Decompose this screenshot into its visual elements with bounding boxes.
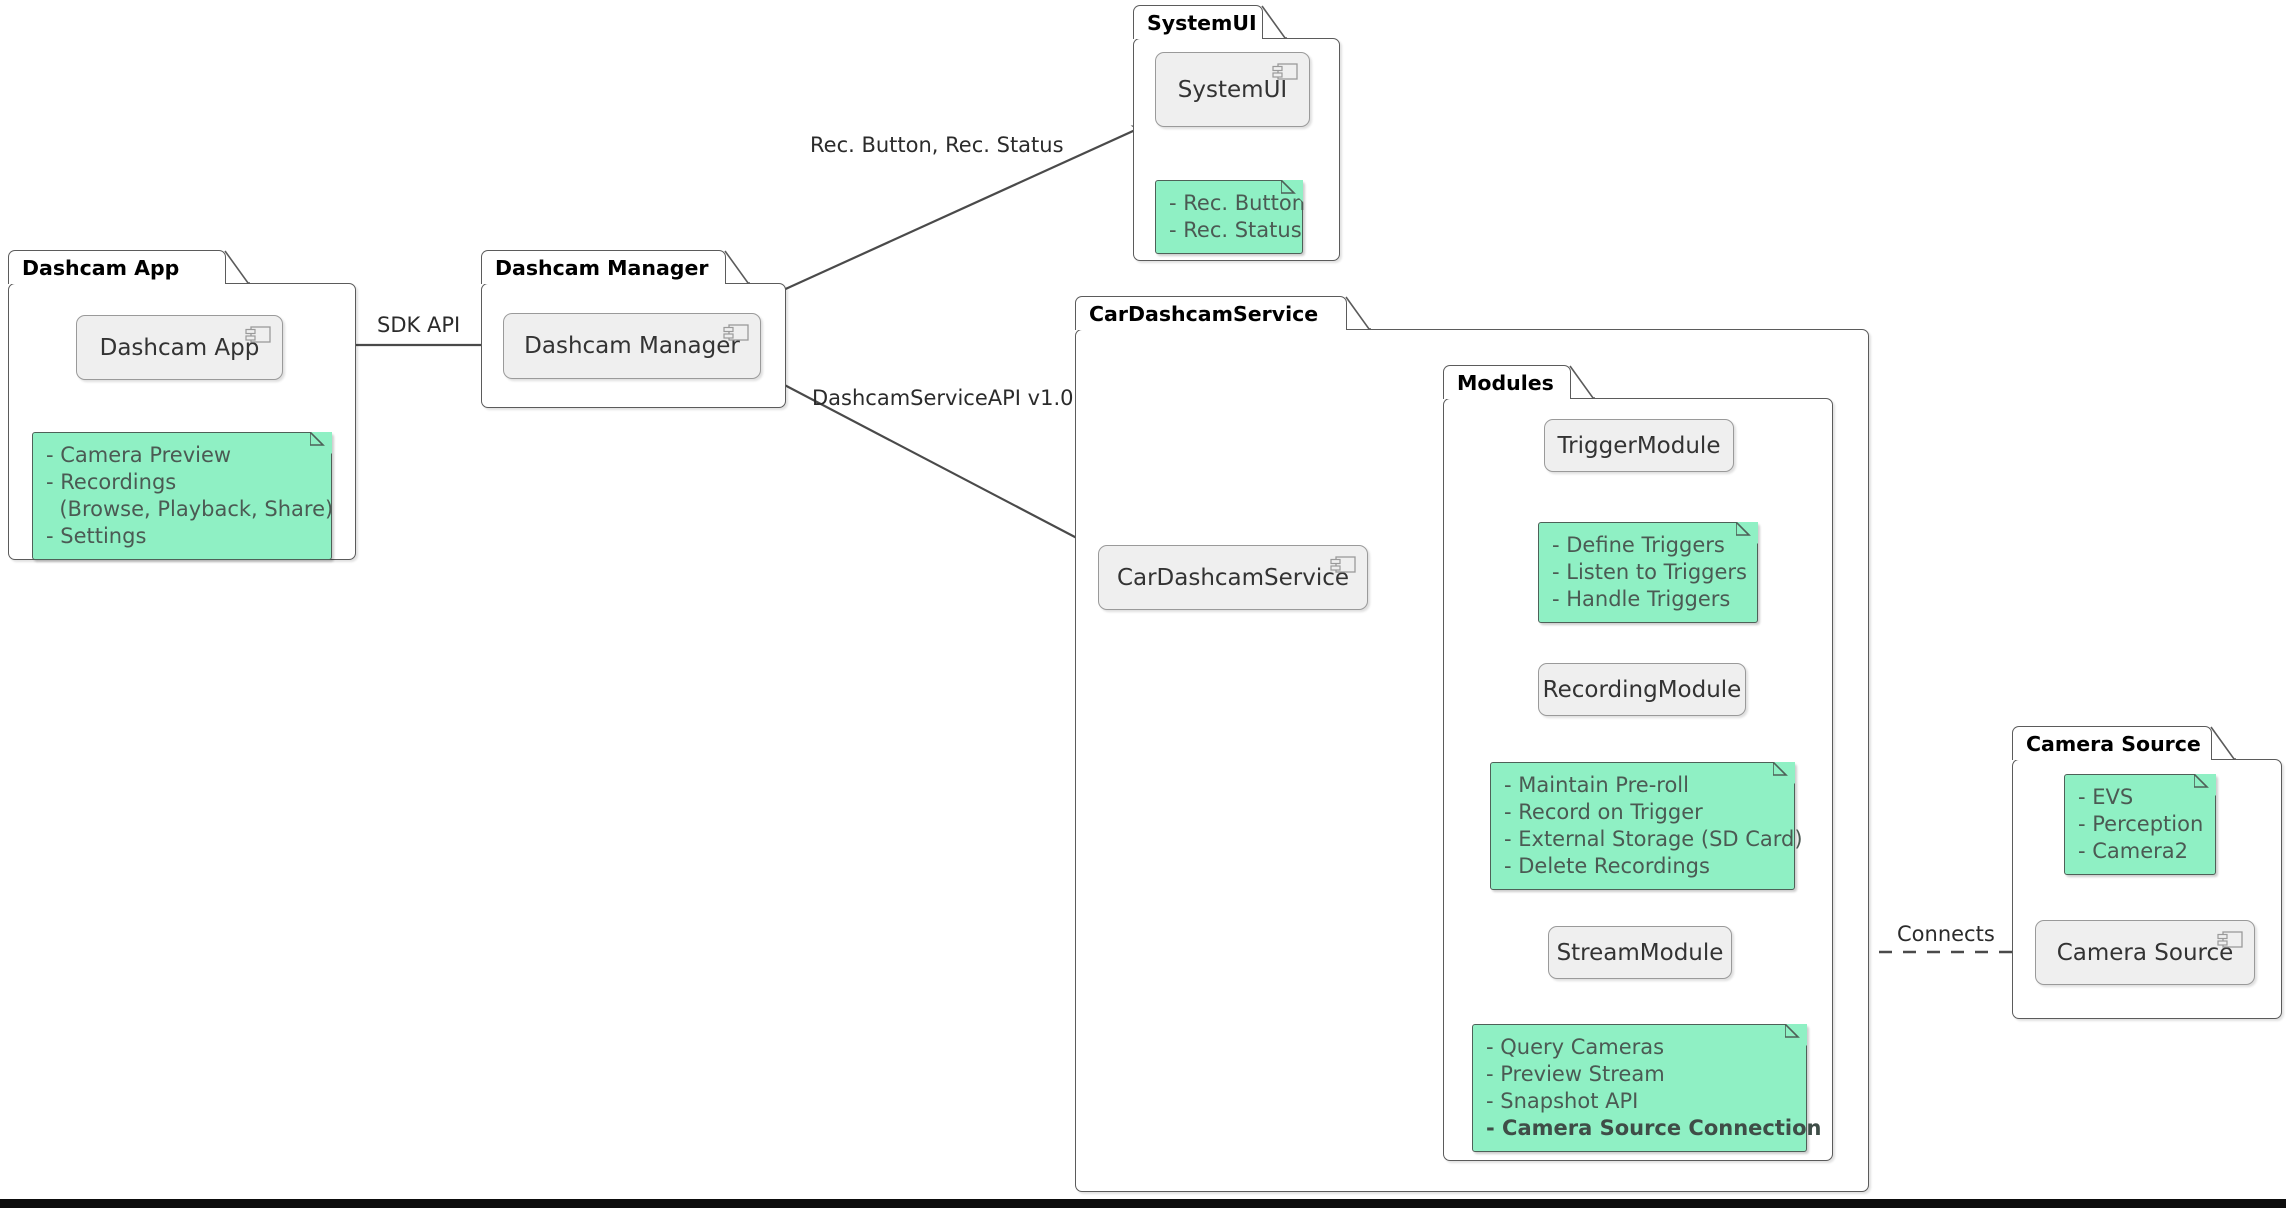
note-line: (Browse, Playback, Share) <box>46 497 334 521</box>
package-system-ui-label: SystemUI <box>1147 10 1257 35</box>
note-line: - Handle Triggers <box>1552 587 1731 611</box>
note-line: - Record on Trigger <box>1504 800 1703 824</box>
edge-label-rec-button-status: Rec. Button, Rec. Status <box>810 133 1064 157</box>
note-line: - Camera Preview <box>46 443 232 467</box>
package-dashcam-app-tab: Dashcam App <box>8 250 226 284</box>
note-fold-icon <box>310 432 332 454</box>
component-camera-source[interactable]: Camera Source <box>2035 920 2255 985</box>
component-system-ui[interactable]: SystemUI <box>1155 52 1310 127</box>
component-icon <box>2217 931 2243 948</box>
note-line: - Recordings <box>46 470 177 494</box>
note-line: - Settings <box>46 524 147 548</box>
component-icon <box>245 326 271 343</box>
note-line: - Camera2 <box>2078 839 2189 863</box>
package-system-ui-tab-slant <box>1261 5 1287 39</box>
package-car-dashcam-service-tab-slant <box>1345 296 1371 330</box>
note-line: - Query Cameras <box>1486 1035 1665 1059</box>
component-recording-module[interactable]: RecordingModule <box>1538 663 1746 716</box>
package-car-dashcam-service-tab: CarDashcamService <box>1075 296 1347 330</box>
component-stream-module[interactable]: StreamModule <box>1548 926 1732 979</box>
package-modules-tab-slant <box>1569 365 1595 399</box>
note-trigger-module: - Define Triggers - Listen to Triggers -… <box>1538 522 1758 623</box>
package-system-ui-tab: SystemUI <box>1133 5 1263 39</box>
note-dashcam-app: - Camera Preview - Recordings (Browse, P… <box>32 432 334 560</box>
component-dashcam-manager-label: Dashcam Manager <box>524 333 740 359</box>
package-dashcam-app-tab-slant <box>224 250 250 284</box>
note-line: - Perception <box>2078 812 2204 836</box>
package-car-dashcam-service-label: CarDashcamService <box>1089 301 1319 326</box>
note-fold-icon <box>1785 1024 1807 1046</box>
package-dashcam-manager-tab: Dashcam Manager <box>481 250 726 284</box>
note-line: - Maintain Pre-roll <box>1504 773 1689 797</box>
component-car-dashcam-service-label: CarDashcamService <box>1116 564 1350 591</box>
component-dashcam-manager[interactable]: Dashcam Manager <box>503 313 761 379</box>
note-fold-icon <box>1281 180 1303 202</box>
note-line: - Rec. Status <box>1169 218 1302 242</box>
note-line-emphasized: - Camera Source Connection <box>1486 1116 1822 1140</box>
edge-label-sdk-api: SDK API <box>377 313 461 337</box>
note-line: - External Storage (SD Card) <box>1504 827 1803 851</box>
note-recording-module: - Maintain Pre-roll - Record on Trigger … <box>1490 762 1803 890</box>
package-modules-label: Modules <box>1457 370 1554 395</box>
package-modules-tab: Modules <box>1443 365 1571 399</box>
note-line: - Delete Recordings <box>1504 854 1710 878</box>
package-camera-source-label: Camera Source <box>2026 731 2201 756</box>
component-trigger-module[interactable]: TriggerModule <box>1544 419 1734 472</box>
note-line: - Rec. Button <box>1169 191 1306 215</box>
edge-label-dashcam-service-api: DashcamServiceAPI v1.0 <box>812 386 1074 410</box>
component-recording-module-label: RecordingModule <box>1542 676 1742 703</box>
edge-label-connects: Connects <box>1891 922 2001 946</box>
note-fold-icon <box>1773 762 1795 784</box>
note-line: - Define Triggers <box>1552 533 1725 557</box>
package-dashcam-app-label: Dashcam App <box>22 255 180 280</box>
package-dashcam-manager-label: Dashcam Manager <box>495 255 709 280</box>
note-line: - EVS <box>2078 785 2134 809</box>
note-line: - Snapshot API <box>1486 1089 1639 1113</box>
note-fold-icon <box>1736 522 1758 544</box>
component-dashcam-app[interactable]: Dashcam App <box>76 315 283 380</box>
package-camera-source-tab-slant <box>2210 726 2236 760</box>
note-camera-source: - EVS - Perception - Camera2 <box>2064 774 2216 875</box>
note-fold-icon <box>2194 774 2216 796</box>
note-system-ui: - Rec. Button - Rec. Status <box>1155 180 1306 254</box>
note-line: - Preview Stream <box>1486 1062 1665 1086</box>
component-icon <box>1272 63 1298 80</box>
package-dashcam-manager-tab-slant <box>724 250 750 284</box>
bottom-edge-band <box>0 1199 2286 1208</box>
component-icon <box>1330 556 1356 573</box>
component-system-ui-label: SystemUI <box>1177 76 1288 103</box>
package-camera-source-tab: Camera Source <box>2012 726 2212 760</box>
note-stream-module: - Query Cameras - Preview Stream - Snaps… <box>1472 1024 1822 1152</box>
component-trigger-module-label: TriggerModule <box>1557 432 1721 459</box>
component-icon <box>723 324 749 341</box>
note-line: - Listen to Triggers <box>1552 560 1747 584</box>
component-car-dashcam-service[interactable]: CarDashcamService <box>1098 545 1368 610</box>
component-stream-module-label: StreamModule <box>1556 939 1724 966</box>
component-camera-source-label: Camera Source <box>2056 939 2234 966</box>
component-dashcam-app-label: Dashcam App <box>99 334 260 361</box>
